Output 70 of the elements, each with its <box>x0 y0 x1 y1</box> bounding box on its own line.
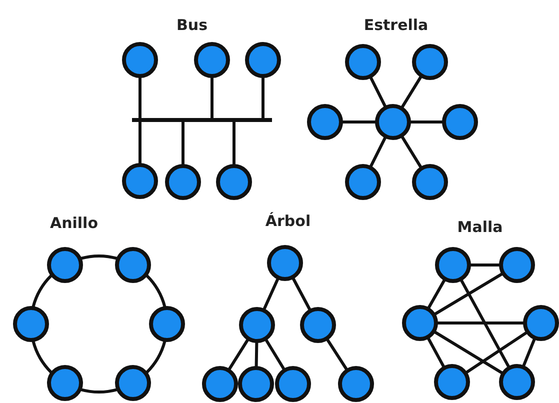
network-node <box>435 247 471 283</box>
network-node <box>499 364 535 400</box>
connector-line <box>427 279 446 309</box>
network-node <box>434 364 470 400</box>
network-node <box>402 305 438 341</box>
network-node <box>47 364 83 401</box>
connector-line <box>32 340 52 374</box>
connector-line <box>232 122 236 165</box>
network-node <box>300 307 336 343</box>
connector-line <box>426 337 446 368</box>
connector-line <box>400 136 422 168</box>
network-node <box>115 247 151 284</box>
topology-title: Bus <box>176 16 208 34</box>
connector-line <box>80 388 118 394</box>
connector-line <box>138 122 142 164</box>
network-node <box>275 366 311 402</box>
connector-line <box>369 136 387 168</box>
connector-line <box>182 122 184 165</box>
network-node <box>307 104 343 140</box>
connector-line <box>32 274 52 308</box>
connector-line <box>465 331 528 374</box>
topology-title: Árbol <box>265 212 311 230</box>
connector-line <box>326 338 348 371</box>
network-node <box>13 306 49 342</box>
connector-line <box>434 272 504 316</box>
connector-line <box>437 322 524 324</box>
network-node <box>338 366 374 402</box>
connector-line <box>254 342 258 368</box>
connector-line <box>262 77 264 118</box>
topology-title: Anillo <box>50 214 98 232</box>
network-node <box>122 42 158 78</box>
network-node <box>267 245 303 281</box>
topology-title: Estrella <box>364 16 428 34</box>
connector-line <box>210 77 214 118</box>
network-node <box>345 44 381 80</box>
network-node <box>239 307 275 343</box>
connector-line <box>369 76 387 108</box>
connector-line <box>400 76 422 108</box>
connector-line <box>228 338 250 370</box>
connector-line <box>470 264 500 266</box>
network-node <box>375 104 411 140</box>
network-node <box>194 42 230 78</box>
network-node <box>412 44 448 80</box>
connector-line <box>460 279 510 368</box>
network-node <box>442 104 478 140</box>
network-node <box>345 164 381 200</box>
network-node <box>47 247 83 284</box>
network-node <box>115 364 151 401</box>
network-node <box>499 247 535 283</box>
network-node <box>245 42 281 78</box>
connector-line <box>292 277 312 311</box>
connector-line <box>80 254 118 260</box>
connector-line <box>146 340 166 374</box>
connector-line <box>434 330 504 374</box>
connector-line <box>522 338 536 367</box>
network-node <box>149 306 185 342</box>
network-node <box>523 305 559 341</box>
network-node <box>238 366 274 402</box>
topology-title: Malla <box>457 218 503 236</box>
connector-line <box>264 338 286 370</box>
network-node <box>412 164 448 200</box>
connector-line <box>342 120 376 124</box>
network-node <box>122 163 158 199</box>
network-node <box>202 366 238 402</box>
network-node <box>165 164 201 200</box>
connector-line <box>410 120 443 124</box>
connector-line <box>146 274 166 308</box>
connector-line <box>262 278 280 310</box>
connector-line <box>138 77 142 118</box>
network-node <box>216 164 252 200</box>
